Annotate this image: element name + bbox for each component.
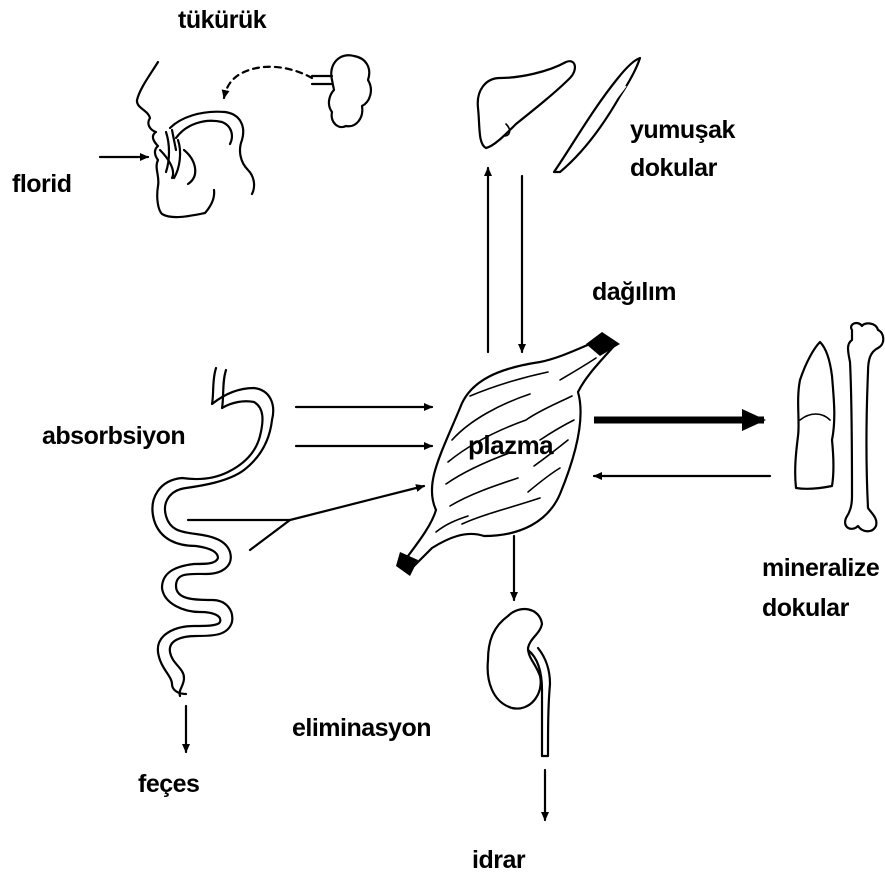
feces-label: feçes [138,772,199,797]
absorption-connector [250,520,290,550]
saliva-flow-arrow [224,67,312,98]
distribution-label: dağılım [592,280,676,305]
mineralized-tissues-label-line2: dokular [762,596,849,621]
bone-icon [845,323,883,531]
mineralized-tissues-label-line1: mineralize [762,556,879,581]
head-profile-icon [137,62,254,217]
fluoride-label: florid [12,172,72,197]
liver-icon [478,61,575,148]
digestive-tract-icon [152,368,273,696]
kidney-icon [488,609,550,756]
absorption-arrow-3 [188,486,424,520]
salivary-gland-icon [312,55,371,127]
plasma-label: plazma [468,432,553,458]
tooth-icon [795,342,834,489]
soft-tissues-label-line1: yumuşak [630,118,735,143]
urine-label: idrar [472,848,525,873]
muscle-icon [554,58,640,172]
saliva-label: tükürük [178,8,266,33]
absorption-label: absorbsiyon [42,424,185,449]
soft-tissues-label-line2: dokular [630,156,717,181]
elimination-label: eliminasyon [292,716,431,741]
